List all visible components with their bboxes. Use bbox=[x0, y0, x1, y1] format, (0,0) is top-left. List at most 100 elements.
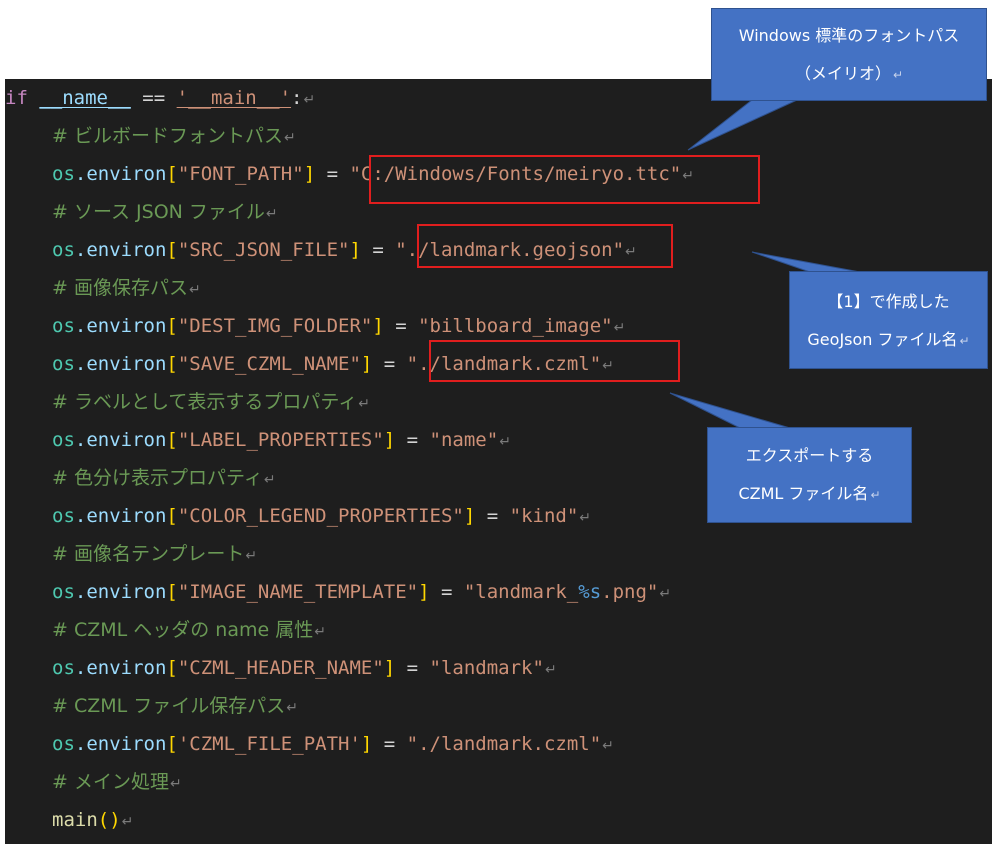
code-line-save-czml: os.environ["SAVE_CZML_NAME"] = "./landma… bbox=[5, 345, 614, 383]
attr-environ: .environ bbox=[74, 657, 167, 679]
attr-environ: .environ bbox=[74, 505, 167, 527]
bracket-close: ] bbox=[372, 315, 384, 337]
callout-font-line1: Windows 標準のフォントパス bbox=[738, 26, 960, 45]
bracket-open: [ bbox=[166, 315, 178, 337]
env-key: "COLOR_LEGEND_PROPERTIES" bbox=[177, 505, 464, 527]
call-parens: () bbox=[97, 809, 121, 831]
highlight-geojson bbox=[417, 224, 673, 268]
return-mark-icon: ↵ bbox=[544, 662, 557, 678]
comment-text: # CZML ヘッダの name 属性 bbox=[52, 619, 314, 641]
operator-assign: = bbox=[395, 657, 430, 679]
bracket-close: ] bbox=[383, 429, 396, 451]
comment-text: # 画像保存パス bbox=[52, 277, 188, 299]
return-mark-icon: ↵ bbox=[613, 320, 626, 336]
env-value-prefix: "landmark_ bbox=[463, 581, 579, 603]
keyword-if: if bbox=[5, 87, 28, 109]
code-line-color-legend: os.environ["COLOR_LEGEND_PROPERTIES"] = … bbox=[5, 497, 591, 535]
code-comment-color: # 色分け表示プロパティ↵ bbox=[5, 459, 276, 497]
callout-geojson-line2: GeoJson ファイル名 bbox=[807, 330, 958, 349]
callout-export: エクスポートする CZML ファイル名↵ bbox=[707, 427, 912, 523]
return-mark-icon: ↵ bbox=[602, 358, 614, 374]
code-comment-billboard: # ビルボードフォントパス↵ bbox=[5, 117, 296, 155]
attr-environ: .environ bbox=[74, 733, 167, 755]
return-mark-icon: ↵ bbox=[870, 488, 881, 502]
attr-environ: .environ bbox=[74, 429, 167, 451]
code-line-if-main: if __name__ == '__main__':↵ bbox=[5, 79, 315, 117]
bracket-close: ] bbox=[349, 239, 361, 261]
env-value: "./landmark.geojson" bbox=[395, 239, 625, 261]
code-line-src-json: os.environ["SRC_JSON_FILE"] = "./landmar… bbox=[5, 231, 637, 269]
return-mark-icon: ↵ bbox=[263, 472, 276, 488]
comment-text: # 色分け表示プロパティ bbox=[52, 467, 263, 489]
env-value-suffix: .png" bbox=[601, 581, 659, 603]
module-os: os bbox=[52, 657, 75, 679]
return-mark-icon: ↵ bbox=[286, 700, 298, 716]
bracket-open: [ bbox=[166, 733, 178, 755]
code-line-font-path: os.environ["FONT_PATH"] = "C:/Windows/Fo… bbox=[5, 155, 694, 193]
module-os: os bbox=[52, 353, 75, 375]
highlight-font-path bbox=[369, 155, 760, 204]
env-key: 'CZML_FILE_PATH' bbox=[177, 733, 361, 755]
callout-export-line2-wrap: CZML ファイル名↵ bbox=[708, 475, 911, 514]
attr-environ: .environ bbox=[74, 315, 167, 337]
comment-text: # CZML ファイル保存パス bbox=[52, 695, 286, 717]
bracket-close: ] bbox=[360, 733, 373, 755]
callout-font-line2-wrap: （メイリオ）↵ bbox=[712, 55, 986, 94]
module-os: os bbox=[52, 315, 75, 337]
env-value: "./landmark.czml" bbox=[406, 353, 602, 375]
return-mark-icon: ↵ bbox=[265, 206, 278, 222]
comment-text: # ビルボードフォントパス bbox=[52, 125, 283, 147]
highlight-czml-name bbox=[429, 340, 680, 382]
code-line-label-props: os.environ["LABEL_PROPERTIES"] = "name"↵ bbox=[5, 421, 511, 459]
bracket-close: ] bbox=[383, 657, 396, 679]
operator-assign: = bbox=[360, 239, 396, 261]
code-comment-source: # ソース JSON ファイル↵ bbox=[5, 193, 278, 231]
module-os: os bbox=[52, 239, 75, 261]
callout-font-path: Windows 標準のフォントパス （メイリオ）↵ bbox=[711, 8, 987, 101]
module-os: os bbox=[52, 429, 75, 451]
bracket-open: [ bbox=[166, 163, 178, 185]
return-mark-icon: ↵ bbox=[358, 396, 370, 412]
bracket-close: ] bbox=[303, 163, 316, 185]
code-line-image-template: os.environ["IMAGE_NAME_TEMPLATE"] = "lan… bbox=[5, 573, 671, 611]
env-value: "kind" bbox=[509, 505, 579, 527]
code-comment-header: # CZML ヘッダの name 属性↵ bbox=[5, 611, 326, 649]
module-os: os bbox=[52, 581, 75, 603]
callout-geojson-line1: 【1】で作成した bbox=[827, 292, 950, 311]
operator-eq: == bbox=[130, 87, 177, 109]
attr-environ: .environ bbox=[74, 163, 167, 185]
env-value: "./landmark.czml" bbox=[406, 733, 602, 755]
module-os: os bbox=[52, 733, 75, 755]
code-line-header-name: os.environ["CZML_HEADER_NAME"] = "landma… bbox=[5, 649, 557, 687]
module-os: os bbox=[52, 505, 75, 527]
return-mark-icon: ↵ bbox=[283, 130, 296, 146]
bracket-open: [ bbox=[166, 505, 178, 527]
operator-assign: = bbox=[372, 733, 407, 755]
env-value: "name" bbox=[429, 429, 499, 451]
bracket-open: [ bbox=[166, 581, 178, 603]
return-mark-icon: ↵ bbox=[579, 510, 591, 526]
callout-geojson: 【1】で作成した GeoJson ファイル名↵ bbox=[789, 271, 988, 369]
operator-assign: = bbox=[475, 505, 510, 527]
return-mark-icon: ↵ bbox=[169, 776, 182, 792]
bracket-open: [ bbox=[166, 657, 178, 679]
bracket-open: [ bbox=[166, 353, 178, 375]
callout-geojson-line2-wrap: GeoJson ファイル名↵ bbox=[790, 321, 987, 360]
env-key: "SRC_JSON_FILE" bbox=[177, 239, 350, 261]
code-comment-czmlpath: # CZML ファイル保存パス↵ bbox=[5, 687, 298, 725]
operator-assign: = bbox=[372, 353, 407, 375]
attr-environ: .environ bbox=[74, 353, 167, 375]
env-value: "landmark" bbox=[429, 657, 544, 679]
callout-export-line1: エクスポートする bbox=[745, 446, 874, 465]
return-mark-icon: ↵ bbox=[121, 814, 134, 830]
env-value: "billboard_image" bbox=[418, 315, 613, 337]
comment-text: # ソース JSON ファイル bbox=[52, 201, 265, 223]
code-comment-imgpath: # 画像保存パス↵ bbox=[5, 269, 201, 307]
comment-text: # メイン処理 bbox=[52, 771, 169, 793]
dunder-name: __name__ bbox=[39, 87, 131, 109]
return-mark-icon: ↵ bbox=[625, 244, 637, 260]
code-comment-label: # ラベルとして表示するプロパティ↵ bbox=[5, 383, 370, 421]
return-mark-icon: ↵ bbox=[959, 334, 970, 348]
bracket-close: ] bbox=[418, 581, 430, 603]
return-mark-icon: ↵ bbox=[303, 92, 316, 108]
